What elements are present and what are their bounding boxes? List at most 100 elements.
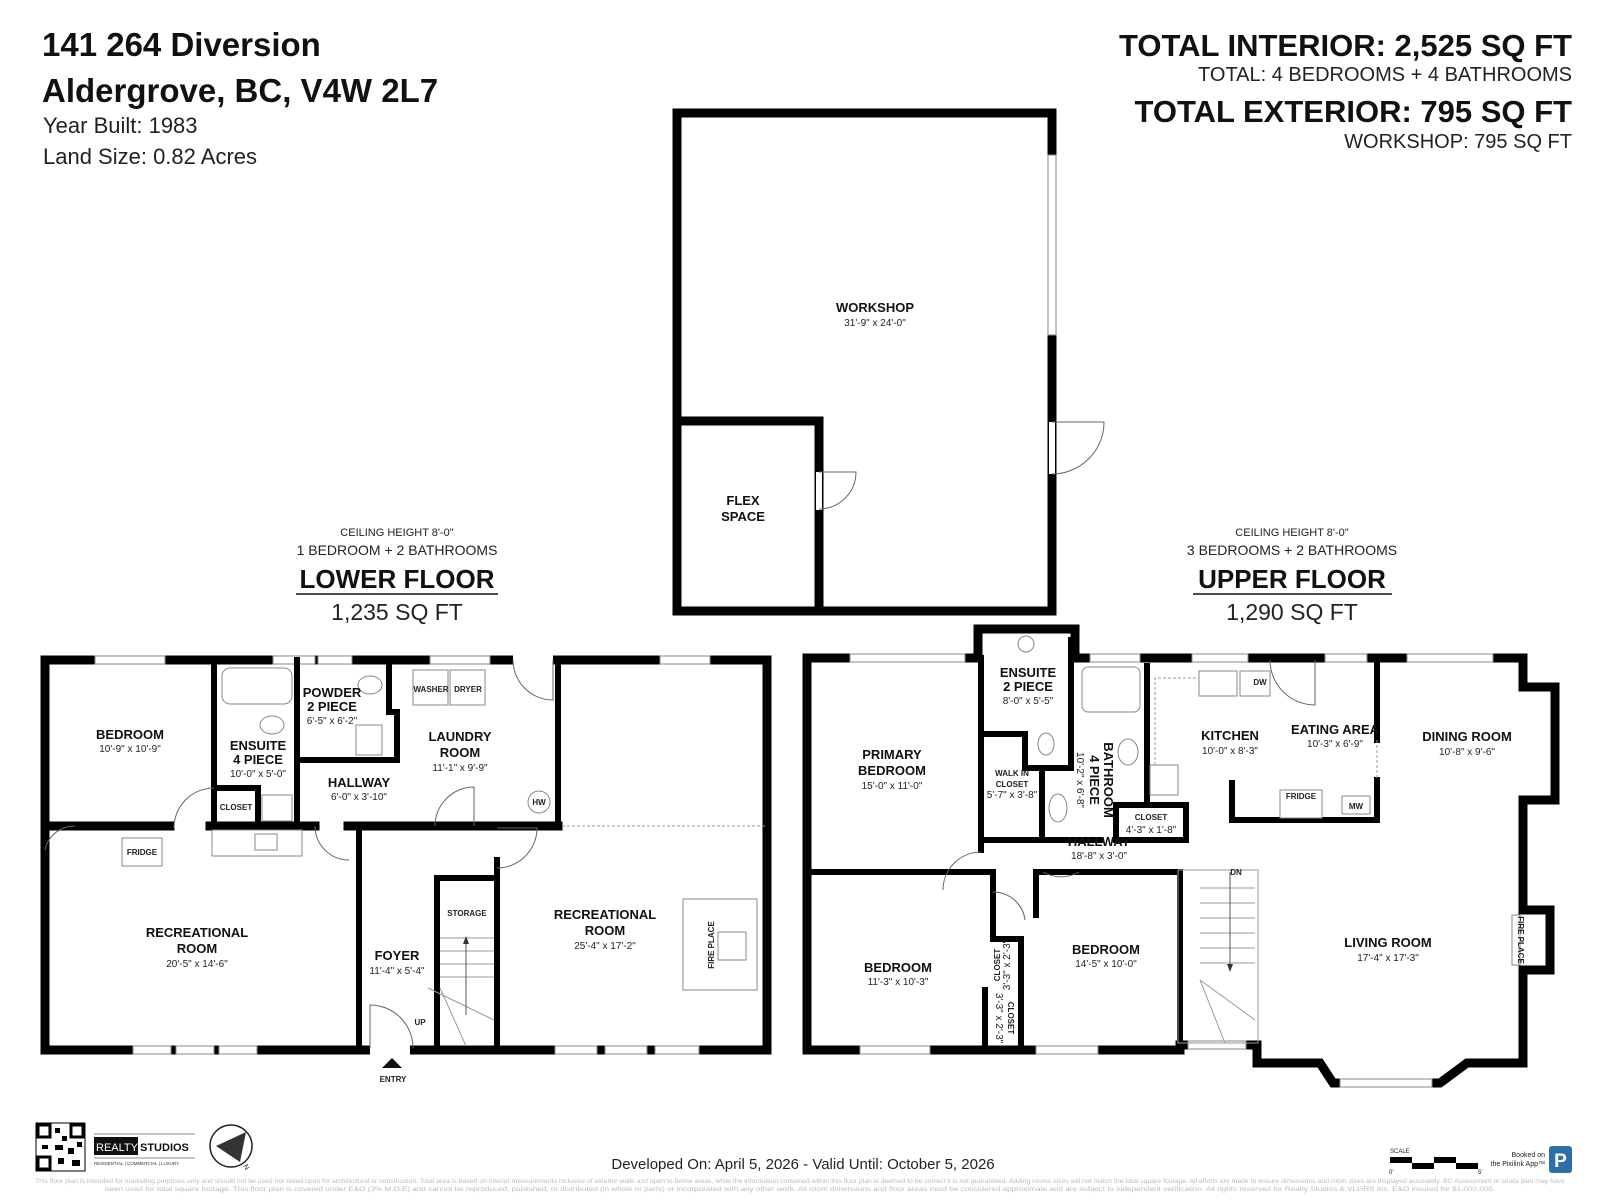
bathroom-label-2: 4 PIECE <box>1087 755 1102 805</box>
upper-ensuite-label-1: ENSUITE <box>1000 665 1057 680</box>
entry-label: ENTRY <box>380 1075 407 1084</box>
scale-bar: SCALE 0' 5' <box>1389 1149 1482 1176</box>
powder-dims: 6'-5" x 6'-2" <box>307 716 358 727</box>
lower-fireplace-label: FIRE PLACE <box>707 921 716 969</box>
lower-ensuite-dims: 10'-0" x 5'-0" <box>230 769 286 780</box>
fridge-icon <box>1279 789 1323 819</box>
toilet-icon <box>259 715 285 735</box>
upper-hallway-dims: 18'-8" x 3'-0" <box>1071 851 1127 862</box>
disclaimer-line-1: This floor plan is intended for marketin… <box>35 1179 1566 1185</box>
upper-ensuite-dims: 8'-0" x 5'-5" <box>1003 696 1054 707</box>
lower-bedroom-dims: 10'-9" x 10'-9" <box>99 744 161 755</box>
developed-dates: Developed On: April 5, 2026 - Valid Unti… <box>611 1156 994 1173</box>
workshop-area: WORKSHOP: 795 SQ FT <box>1344 131 1572 153</box>
workshop-plan: WORKSHOP 31'-9" x 24'-0" FLEX SPACE <box>672 108 1105 616</box>
dining-room-dims: 10'-8" x 9'-6" <box>1439 747 1495 758</box>
lower-hallway-label: HALLWAY <box>328 775 391 790</box>
eating-area-label: EATING AREA <box>1291 722 1380 737</box>
primary-bedroom-label-1: PRIMARY <box>862 747 922 762</box>
living-room-label: LIVING ROOM <box>1344 935 1431 950</box>
total-exterior: TOTAL EXTERIOR: 795 SQ FT <box>1134 94 1572 129</box>
upper-hallway-label: HALLWAY <box>1068 834 1131 849</box>
logo-realty: REALTY <box>96 1142 139 1154</box>
land-size: Land Size: 0.82 Acres <box>43 144 257 169</box>
sink-icon <box>355 724 383 756</box>
upper-floor-title: UPPER FLOOR <box>1198 564 1386 594</box>
eating-area-dims: 10'-3" x 6'-9" <box>1307 739 1363 750</box>
scale-max: 5' <box>1478 1170 1482 1176</box>
disclaimer-line-2: been used for total square footage. This… <box>105 1187 1495 1193</box>
lower-floor-plan: BEDROOM 10'-9" x 10'-9" ENSUITE 4 PIECE … <box>40 655 772 1084</box>
dn-label: DN <box>1230 868 1242 877</box>
closet-a-dims: 3'-3" x 2'-3" <box>1002 939 1013 990</box>
lower-bedroom-label: BEDROOM <box>96 727 164 742</box>
flex-space-label-1: FLEX <box>726 493 760 508</box>
booked-on-line-2: the Pixilink App™ <box>1491 1161 1545 1168</box>
powder-label-1: POWDER <box>303 685 362 700</box>
scale-min: 0' <box>1389 1170 1393 1176</box>
rec-room-right-dims: 25'-4" x 17'-2" <box>574 941 636 952</box>
lower-ensuite-label-2: 4 PIECE <box>233 752 283 767</box>
stove-icon <box>1149 764 1179 796</box>
arrow-down-icon <box>1227 964 1233 972</box>
walkin-closet-label-2: CLOSET <box>996 780 1029 789</box>
bathroom-label-1: BATHROOM <box>1101 742 1116 818</box>
upper-floor-area: 1,290 SQ FT <box>1226 599 1358 625</box>
lower-hallway-dims: 6'-0" x 3'-10" <box>331 792 387 803</box>
rec-room-left-label-1: RECREATIONAL <box>146 925 248 940</box>
bedroom-right-label: BEDROOM <box>1072 942 1140 957</box>
dryer-label: DRYER <box>454 685 482 694</box>
sink-icon <box>261 794 293 822</box>
walkin-closet-dims: 5'-7" x 3'-8" <box>987 790 1038 801</box>
lower-floor-title: LOWER FLOOR <box>300 564 495 594</box>
bedroom-left-dims: 11'-3" x 10'-3" <box>868 977 929 988</box>
upper-ceiling-height: CEILING HEIGHT 8'-0" <box>1235 527 1348 539</box>
flex-space-label-2: SPACE <box>721 509 765 524</box>
stairs-up <box>427 936 495 1047</box>
upper-ensuite-label-2: 2 PIECE <box>1003 679 1053 694</box>
bedroom-left-label: BEDROOM <box>864 960 932 975</box>
bedroom-right-dims: 14'-5" x 10'-0" <box>1075 959 1137 970</box>
stairs-down <box>1177 869 1259 1044</box>
total-rooms: TOTAL: 4 BEDROOMS + 4 BATHROOMS <box>1198 64 1572 86</box>
scale-label: SCALE <box>1390 1149 1410 1155</box>
total-interior: TOTAL INTERIOR: 2,525 SQ FT <box>1119 28 1572 63</box>
bathroom-dims: 10'-2" x 6'-8" <box>1074 752 1085 808</box>
kitchen-label: KITCHEN <box>1201 728 1259 743</box>
lower-floor-area: 1,235 SQ FT <box>331 599 463 625</box>
realty-studios-logo: REALTY STUDIOS RESIDENTIAL | COMMERCIAL … <box>94 1133 195 1166</box>
bathtub-icon <box>221 667 293 705</box>
powder-label-2: 2 PIECE <box>307 699 357 714</box>
foyer-dims: 11'-4" x 5'-4" <box>369 966 425 977</box>
living-room-dims: 17'-4" x 17'-3" <box>1357 953 1419 964</box>
toilet-icon <box>1117 738 1139 766</box>
rec-room-left-dims: 20'-5" x 14'-6" <box>166 959 228 970</box>
microwave-icon <box>1341 795 1371 815</box>
microwave-label: MW <box>1349 802 1364 811</box>
laundry-label-1: LAUNDRY <box>428 729 491 744</box>
water-heater-icon <box>527 790 551 814</box>
hall-closet-dims: 4'-3" x 1'-8" <box>1126 825 1177 836</box>
upper-fireplace-label: FIRE PLACE <box>1516 916 1525 964</box>
lower-ceiling-height: CEILING HEIGHT 8'-0" <box>340 527 453 539</box>
upper-summary: 3 BEDROOMS + 2 BATHROOMS <box>1187 542 1397 558</box>
closet-a-label: CLOSET <box>993 949 1002 982</box>
lower-ensuite-label-1: ENSUITE <box>230 738 287 753</box>
workshop-label: WORKSHOP <box>836 300 914 315</box>
lower-summary: 1 BEDROOM + 2 BATHROOMS <box>297 542 498 558</box>
arrow-up-icon <box>463 936 469 944</box>
up-label: UP <box>414 1018 426 1027</box>
dining-room-label: DINING ROOM <box>1422 729 1512 744</box>
storage-label: STORAGE <box>447 909 487 918</box>
qr-code <box>35 1122 86 1172</box>
closet-b-label: CLOSET <box>1006 1002 1015 1035</box>
logo-tagline: RESIDENTIAL | COMMERCIAL | LUXURY <box>94 1161 179 1166</box>
lower-fridge-label: FRIDGE <box>127 848 158 857</box>
washer-label: WASHER <box>413 685 448 694</box>
entry-arrow-icon <box>382 1058 402 1068</box>
kitchen-sink-icon <box>1198 670 1238 697</box>
laundry-dims: 11'-1" x 9'-9" <box>432 763 488 774</box>
year-built: Year Built: 1983 <box>43 113 198 138</box>
kitchen-dims: 10'-0" x 8'-3" <box>1202 746 1258 757</box>
laundry-label-2: ROOM <box>440 745 480 760</box>
